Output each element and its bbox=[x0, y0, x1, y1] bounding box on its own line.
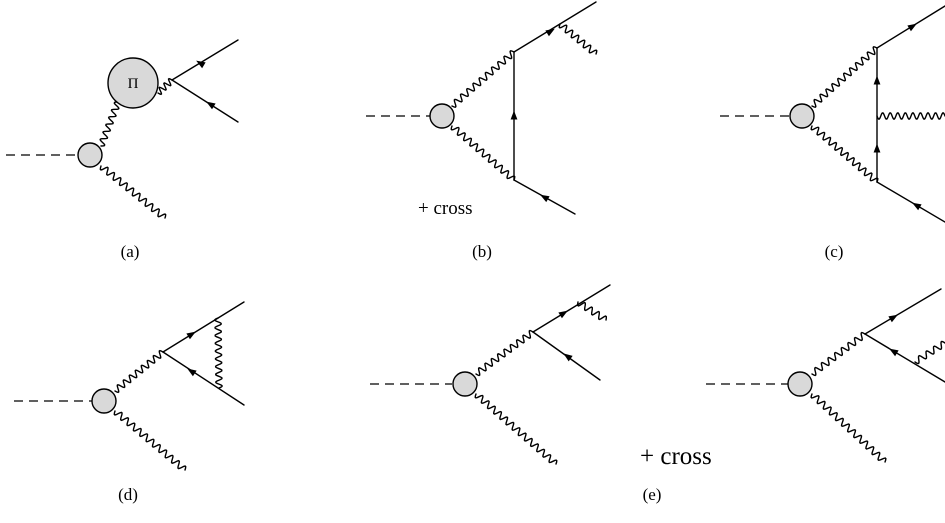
fermion-arrow bbox=[186, 331, 196, 340]
fermion-line bbox=[864, 288, 942, 335]
panel-e-right: + cross (e) bbox=[640, 288, 945, 504]
vertex-blob bbox=[91, 388, 117, 414]
photon-line bbox=[914, 340, 945, 365]
photon-line bbox=[811, 46, 878, 108]
panel-label: (d) bbox=[118, 485, 138, 504]
fermion-line bbox=[864, 333, 945, 383]
photon-line bbox=[558, 23, 598, 55]
fermion-arrow bbox=[888, 314, 898, 323]
vertex-blob bbox=[429, 103, 455, 129]
fermion-line bbox=[162, 301, 245, 353]
panel-label: (b) bbox=[472, 242, 492, 261]
fermion-line bbox=[876, 181, 945, 223]
panel-label: (e) bbox=[643, 485, 662, 504]
fermion-arrow bbox=[206, 101, 216, 110]
photon-line bbox=[811, 331, 866, 377]
fermion-arrow bbox=[889, 348, 899, 357]
polarization-symbol: Π bbox=[128, 76, 139, 92]
fermion-arrow bbox=[907, 23, 917, 32]
photon-line bbox=[114, 349, 164, 394]
photon-line bbox=[157, 77, 173, 96]
fermion-arrow bbox=[912, 202, 922, 211]
cross-note: + cross bbox=[418, 198, 473, 219]
photon-line bbox=[99, 165, 167, 219]
cross-note: + cross bbox=[640, 443, 712, 470]
panel-label: (c) bbox=[825, 242, 844, 261]
fermion-arrow bbox=[873, 143, 881, 153]
panel-a: Π (a) bbox=[6, 39, 239, 261]
vertex-blob bbox=[77, 142, 103, 168]
panel-e-left bbox=[370, 284, 611, 465]
vertex-blob bbox=[787, 371, 813, 397]
photon-line bbox=[576, 301, 608, 321]
fermion-arrow bbox=[563, 353, 573, 362]
vertex-blob bbox=[789, 103, 815, 129]
photon-line bbox=[113, 410, 187, 471]
fermion-line bbox=[162, 351, 245, 406]
fermion-line bbox=[171, 39, 239, 81]
panel-label: (a) bbox=[121, 242, 140, 261]
fermion-arrow bbox=[873, 75, 881, 85]
panel-c: (c) bbox=[720, 5, 945, 261]
photon-line bbox=[450, 125, 516, 181]
fermion-arrow bbox=[545, 28, 555, 37]
fermion-line bbox=[532, 284, 611, 333]
photon-line bbox=[876, 112, 945, 120]
photon-line bbox=[474, 393, 558, 465]
photon-line bbox=[810, 125, 879, 183]
panel-b: + cross (b) bbox=[366, 1, 598, 261]
photon-line bbox=[810, 393, 887, 463]
fermion-arrow bbox=[187, 368, 197, 377]
fermion-arrow bbox=[510, 110, 518, 120]
photon-line bbox=[451, 50, 515, 108]
photon-loop bbox=[214, 317, 223, 389]
fermion-line bbox=[171, 79, 239, 123]
vertex-blob bbox=[452, 371, 478, 397]
polarization-blob bbox=[107, 57, 159, 109]
fermion-arrow bbox=[196, 60, 206, 69]
photon-line bbox=[99, 101, 120, 147]
photon-line bbox=[475, 329, 534, 377]
fermion-arrow bbox=[540, 194, 550, 203]
panel-d: (d) bbox=[14, 301, 245, 504]
fermion-line bbox=[513, 1, 597, 53]
fermion-arrow bbox=[558, 310, 568, 319]
